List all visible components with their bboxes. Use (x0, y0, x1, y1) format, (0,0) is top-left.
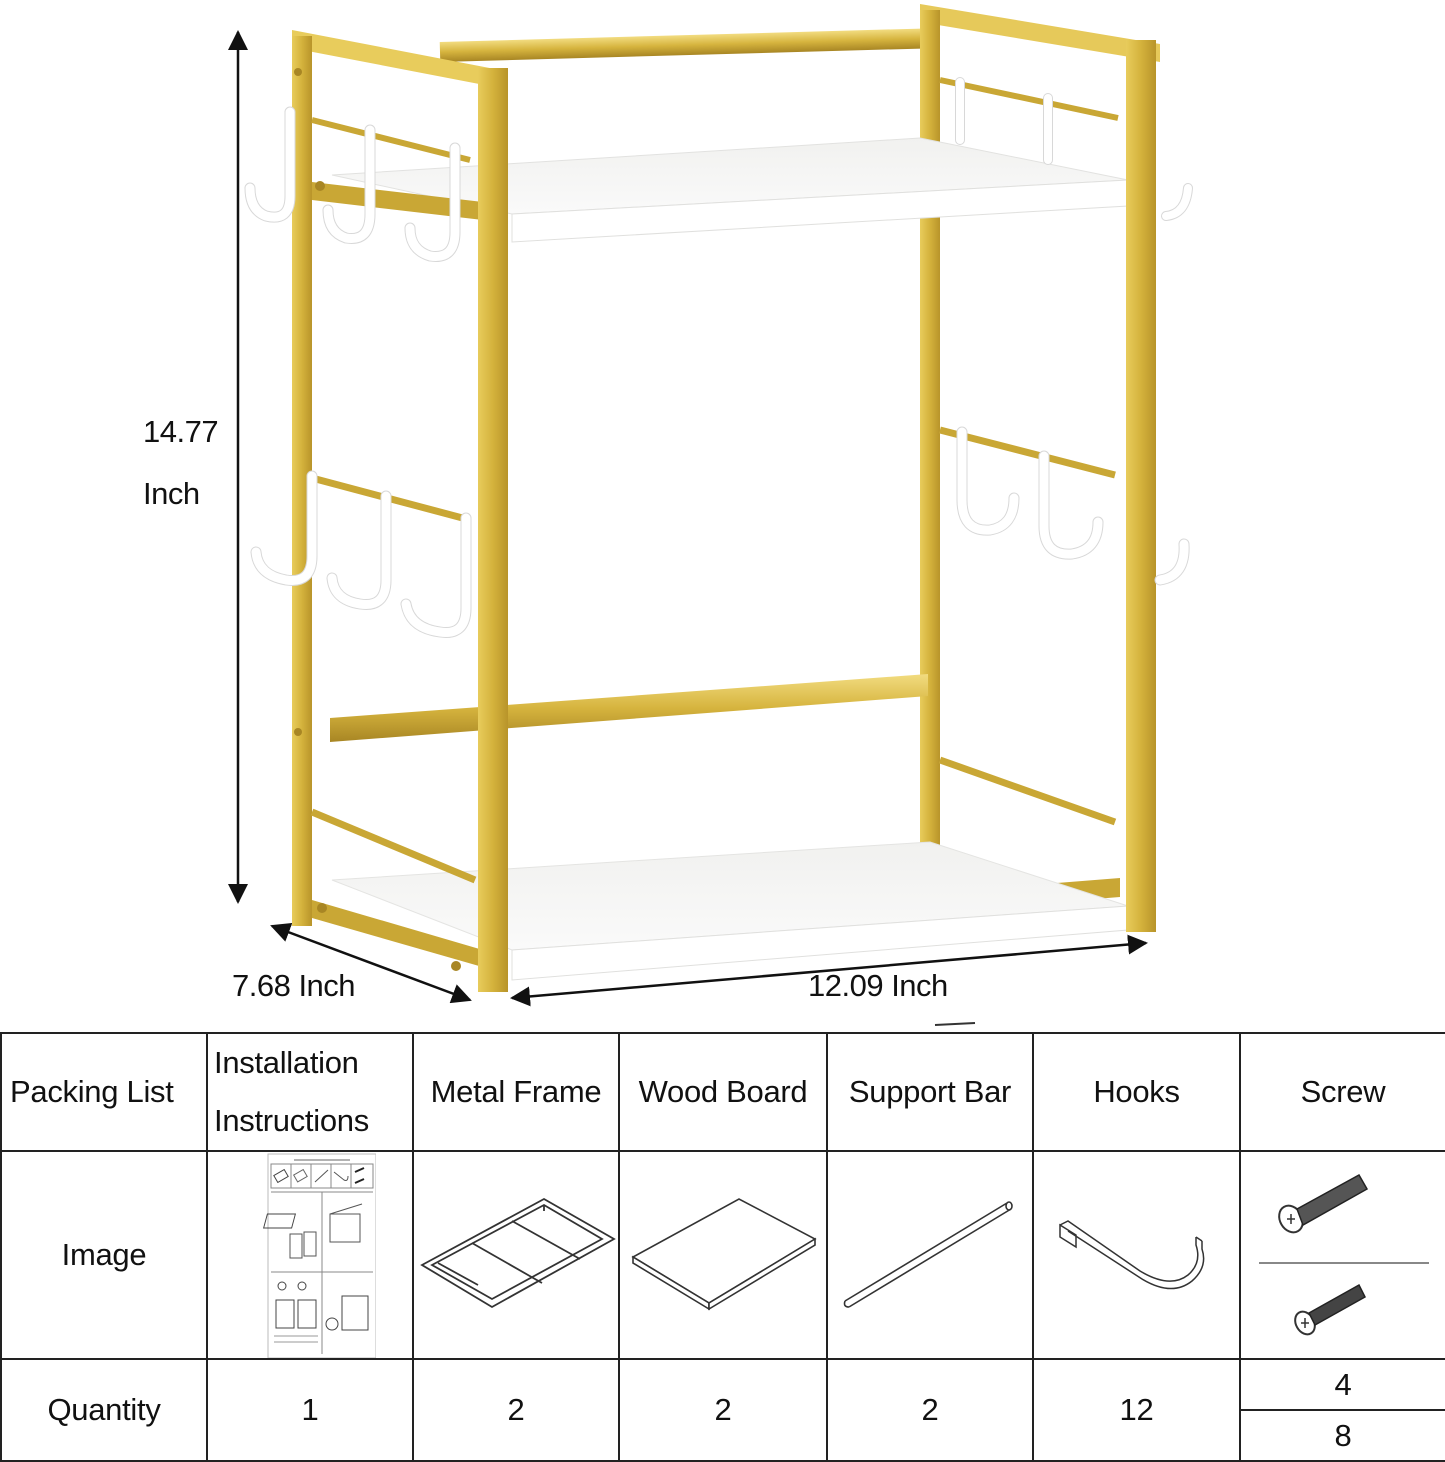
header-wood-board: Wood Board (618, 1032, 828, 1152)
header-metal-frame: Metal Frame (412, 1032, 620, 1152)
qty-installation-instructions: 1 (206, 1358, 414, 1462)
height-value-label: 14.77 (143, 414, 219, 449)
header-installation-line1: Installation (214, 1045, 359, 1080)
gold-shelf-rack-drawing (228, 4, 1193, 1026)
front-right-post (1126, 40, 1156, 932)
header-hooks: Hooks (1032, 1032, 1241, 1152)
hooks-right-lower (956, 426, 1190, 586)
qty-metal-frame: 2 (412, 1358, 620, 1462)
cell-support-bar-image (826, 1150, 1034, 1360)
qty-screw-small: 8 (1334, 1417, 1352, 1453)
hooks-left-lower (250, 470, 472, 638)
header-screw: Screw (1239, 1032, 1445, 1152)
table-header-row: Packing List Installation Instructions M… (0, 1032, 1445, 1152)
packing-list-table: Packing List Installation Instructions M… (0, 1032, 1445, 1462)
cell-wood-board-image (618, 1150, 828, 1360)
width-dimension-arrow (510, 934, 1148, 1007)
header-packing-list: Packing List (0, 1032, 208, 1152)
height-unit-label: Inch (143, 476, 200, 511)
cell-instructions-image (206, 1150, 414, 1360)
instructions-sheet-icon (263, 1153, 376, 1358)
product-illustration: 14.77 Inch 7.68 Inch 12.09 Inch (143, 4, 1193, 1026)
header-support-bar: Support Bar (826, 1032, 1034, 1152)
bottom-shelf-board (331, 841, 1129, 981)
small-screw-icon (1294, 1283, 1366, 1336)
back-top-rail (439, 28, 931, 62)
cell-metal-frame-image (412, 1150, 620, 1360)
support-bar-icon (843, 1201, 1013, 1308)
stray-mark (934, 1022, 976, 1026)
table-quantity-row: Quantity 1 2 2 2 12 4 8 (0, 1358, 1445, 1462)
hooks-left-upper (244, 106, 461, 262)
width-label: 12.09 Inch (808, 968, 948, 1003)
hook-icon (1058, 1220, 1204, 1290)
header-installation-line2: Instructions (214, 1103, 369, 1138)
front-left-post (478, 68, 508, 992)
left-side-frame (292, 30, 500, 972)
table-image-row: Image (0, 1150, 1445, 1360)
wood-board-icon (631, 1198, 817, 1311)
qty-support-bar: 2 (826, 1358, 1034, 1462)
row-label-quantity: Quantity (0, 1358, 208, 1462)
screw-icon (1259, 1173, 1429, 1336)
cell-screw-image (1239, 1150, 1445, 1360)
row-label-image: Image (0, 1150, 208, 1360)
cell-hook-image (1032, 1150, 1241, 1360)
header-installation-instructions: Installation Instructions (206, 1032, 414, 1152)
qty-screw: 4 8 (1239, 1358, 1445, 1462)
middle-support-bar (330, 674, 928, 742)
qty-screw-large: 4 (1241, 1360, 1445, 1411)
qty-wood-board: 2 (618, 1358, 828, 1462)
depth-label: 7.68 Inch (232, 968, 356, 1003)
hooks-right-upper (955, 77, 1193, 221)
metal-frame-icon (420, 1197, 616, 1309)
qty-hooks: 12 (1032, 1358, 1241, 1462)
depth-dimension-arrow (270, 922, 472, 1004)
large-screw-icon (1278, 1173, 1369, 1234)
